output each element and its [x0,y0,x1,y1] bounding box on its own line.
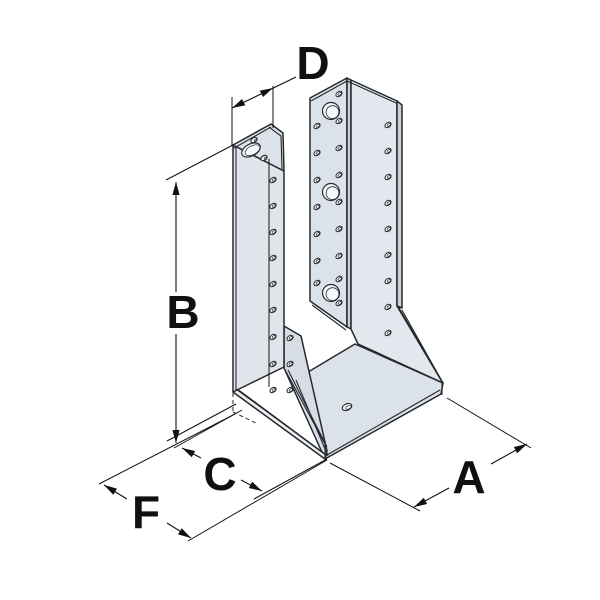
nail-hole-rim [271,362,276,366]
nail-hole-rim [315,178,320,182]
bolt-hole-rim [325,287,340,301]
extension-line [98,413,236,485]
bolt-hole-rim [325,186,340,200]
flange-nail-hole-rim [253,138,258,142]
dimension-arrowhead [172,430,180,443]
nail-hole-rim [315,281,320,285]
dim-label-f: F [131,486,161,538]
dimension-arrowhead [259,88,273,98]
nail-hole-rim [386,123,391,127]
nail-hole-rim [386,175,391,179]
nail-hole-rim [271,388,276,392]
nail-hole-rim [315,124,320,128]
right-lip-inner [401,309,444,384]
nail-hole-rim [386,227,391,231]
nail-hole-rim [315,151,320,155]
nail-hole-rim [337,254,342,258]
hidden-edge-diagonal [232,411,259,425]
nail-hole-rim [337,173,342,177]
nail-hole-rim [271,204,276,208]
dimension-arrowhead [172,182,180,195]
nail-hole-rim [386,253,391,257]
nail-hole-rim [337,227,342,231]
nail-hole-rim [271,256,276,260]
nail-hole-rim [337,301,342,305]
seat-front-lip [326,389,441,456]
nail-hole-rim [288,388,293,392]
extension-line [446,397,532,449]
nail-hole-rim [386,305,391,309]
dimension-arrowhead [178,528,191,538]
nail-hole-rim [271,282,276,286]
seat-nail-hole-rim [345,405,352,410]
flange-bolt-hole-rim [244,144,261,156]
dim-label-d: D [296,37,330,89]
nail-hole-rim [386,201,391,205]
nail-hole-rim [271,178,276,182]
nail-hole-rim [288,336,293,340]
nail-hole-rim [271,308,276,312]
nail-hole-rim [315,259,320,263]
nail-hole [269,386,277,394]
dim-label-c: C [203,448,237,500]
bolt-hole-rim [325,105,340,119]
dimension-arrowhead [414,497,428,507]
right-plate-edge-band [396,100,403,309]
extension-line [166,403,237,442]
flange-nail-hole-rim [263,156,268,160]
inner-band-diagonal-offset [287,369,328,448]
dimension-arrowhead [182,448,196,458]
sliver-lip [235,388,327,456]
nail-hole-rim [386,149,391,153]
dim-label-b: B [166,286,200,338]
nail-hole-rim [337,146,342,150]
nail-hole-rim [271,335,276,339]
nail-hole-rim [386,331,391,335]
left-flange-edge [268,126,283,170]
extension-line [253,458,328,500]
right-top-edge-band [310,80,397,104]
nail-hole-rim [337,277,342,281]
dimension-arrowhead [232,98,246,108]
dimension-arrowhead [513,444,527,454]
nail-hole-rim [337,92,342,96]
nail-hole-rim [315,205,320,209]
dimension-arrowhead [104,485,117,495]
nail-hole-rim [386,279,391,283]
nail-hole-rim [315,232,320,236]
extension-line [165,144,234,181]
dim-label-a: A [452,451,486,503]
right-cut-offset [311,304,347,331]
nail-hole-rim [271,230,276,234]
left-top-edge-band [233,126,272,149]
nail-hole-rim [337,119,342,123]
left-plate-strip [232,144,285,393]
dimension-arrowhead [248,481,262,491]
extension-line [329,462,421,512]
extension-line [187,459,328,542]
nail-hole-rim [337,200,342,204]
nail-hole-rim [288,362,293,366]
